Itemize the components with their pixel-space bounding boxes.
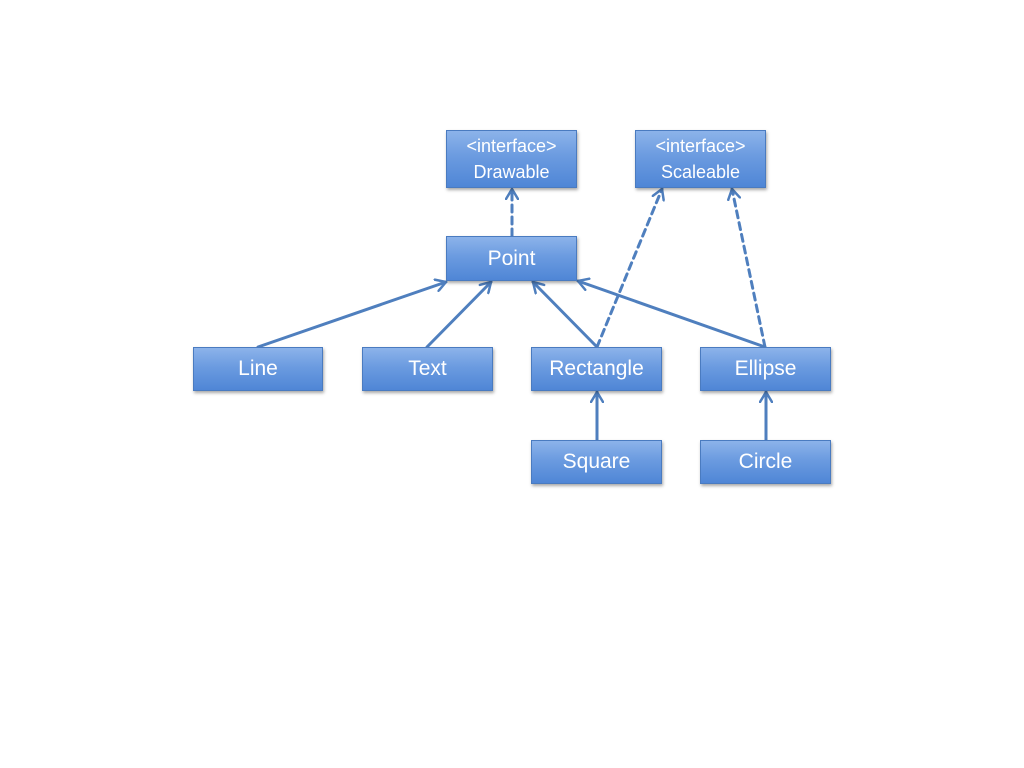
edge-ellipse-to-scaleable — [732, 187, 767, 349]
square-name: Square — [562, 450, 631, 474]
scaleable-name: Scaleable — [660, 162, 741, 182]
class-line: Line — [193, 347, 323, 391]
ellipse-name: Ellipse — [734, 357, 797, 381]
drawable-stereotype: <interface> — [466, 135, 557, 156]
class-text: Text — [362, 347, 493, 391]
edge-text-to-point — [425, 280, 493, 349]
point-name: Point — [487, 246, 536, 270]
class-point: Point — [446, 236, 577, 281]
circle-name: Circle — [738, 450, 793, 474]
edge-ellipse-to-point — [576, 281, 767, 349]
edge-rectangle-to-scaleable — [595, 187, 662, 349]
text-name: Text — [408, 357, 447, 381]
scaleable-stereotype: <interface> — [655, 135, 746, 156]
rectangle-name: Rectangle — [549, 357, 644, 381]
connector-layer — [256, 187, 767, 442]
line-name: Line — [238, 357, 278, 381]
interface-scaleable: <interface> Scaleable — [635, 130, 766, 188]
class-square: Square — [531, 440, 662, 484]
class-rectangle: Rectangle — [531, 347, 662, 391]
class-ellipse: Ellipse — [700, 347, 831, 391]
edge-rectangle-to-point — [531, 280, 599, 349]
class-circle: Circle — [700, 440, 831, 484]
interface-drawable: <interface> Drawable — [446, 130, 577, 188]
edge-line-to-point — [256, 282, 448, 349]
drawable-name: Drawable — [473, 162, 550, 182]
